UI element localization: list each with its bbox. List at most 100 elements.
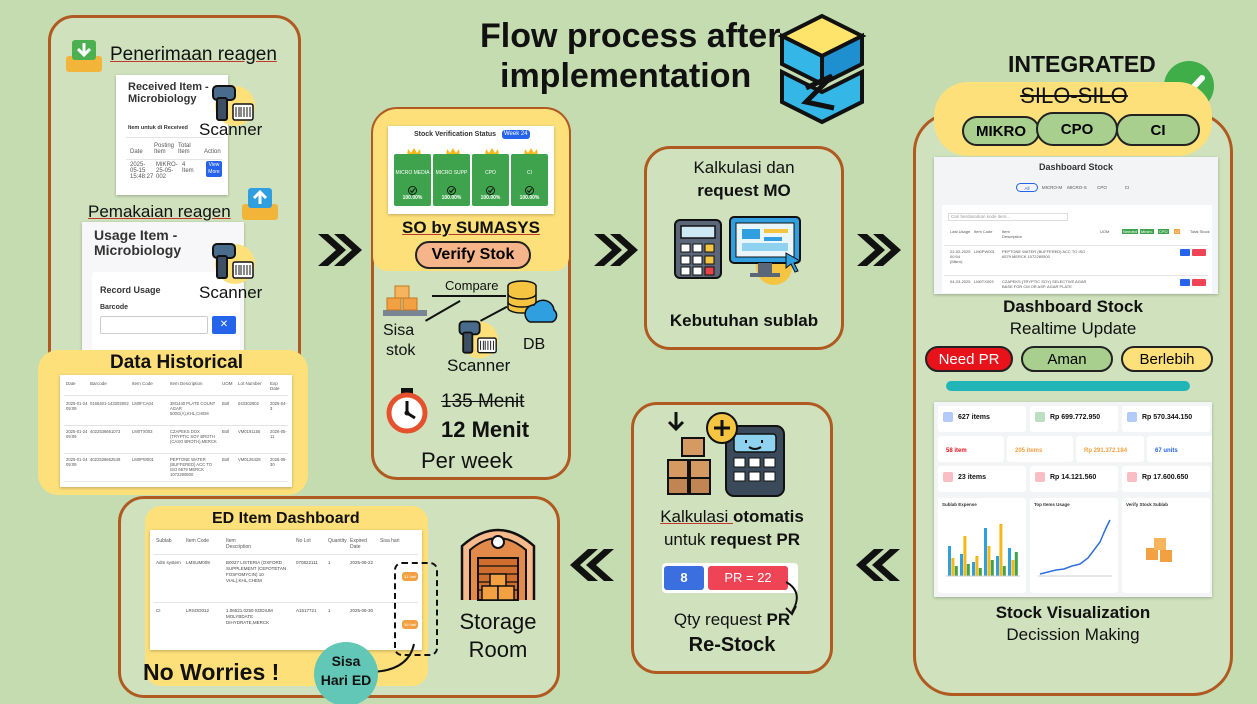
title-line2: implementation (500, 57, 752, 95)
dashboard-col-header: CI (1174, 229, 1180, 234)
dashboard-cell: 22-02-2025 00:54 (Mikro) (950, 249, 971, 264)
verify-stok-button[interactable]: Verify Stok (415, 241, 531, 269)
table-divider (154, 602, 418, 603)
dashboard-cell: LM0PW001 (974, 249, 995, 254)
stopwatch-icon (386, 388, 428, 434)
calculator-plus-icon (706, 412, 785, 497)
category-pct: 100.00% (480, 195, 501, 201)
historical-cell: VM0126428 (238, 457, 261, 462)
received-row-date: 2025-05-15 15:48:27 (130, 162, 154, 180)
kalkulasi-line1: Kalkulasi dan (693, 158, 795, 177)
historical-cell: 2025-01-24 09:09 (66, 401, 88, 411)
calculator-icon (674, 219, 722, 279)
compare-label: Compare (445, 278, 499, 293)
historical-cell: 2026-05-11 (270, 429, 287, 439)
realtime-update-label: Realtime Update (1009, 319, 1137, 338)
ed-dashboard-title: ED Item Dashboard (212, 510, 360, 527)
mini-chart-title: Top Items Usage (1034, 502, 1070, 507)
tag-ci: CI (1116, 114, 1200, 146)
view-more-button[interactable]: View More (206, 161, 222, 177)
scanner-label-top: Scanner (199, 120, 263, 139)
barcode-scan-button[interactable]: ✕ (212, 316, 236, 334)
dashboard-tab[interactable]: MICRO-M (1041, 185, 1063, 190)
check-icon (447, 182, 456, 195)
sisa-stok-label-1: Sisa (383, 322, 415, 339)
historical-cell: Botl (222, 429, 230, 434)
status-aman: Aman (1021, 346, 1113, 372)
stat-value: 627 items (958, 414, 990, 421)
category-name: MICRO MEDIA (395, 170, 430, 176)
sisa-hari-highlight (394, 562, 438, 656)
scanner-label-so: Scanner (447, 356, 511, 375)
historical-cell: 2025-01-24 09:09 (66, 429, 88, 439)
dashboard-tab[interactable]: All (1016, 183, 1038, 192)
pemakaian-label: Pemakaian reagen (88, 202, 231, 221)
dashboard-cell: PEPTONE WATER (BUFFERED) ACC TO ISO 6579… (1002, 249, 1086, 259)
dashboard-tab[interactable]: CPO (1097, 185, 1107, 190)
db-label: DB (523, 336, 546, 353)
stat-value: Rp 699.772.950 (1050, 414, 1101, 421)
dashboard-col-header: UOM (1100, 229, 1110, 234)
penerimaan-label: Penerimaan reagen (110, 44, 277, 65)
stat-card (1007, 436, 1073, 462)
historical-cell: VM0191155 (238, 429, 261, 434)
stat-value: 67 units (1155, 448, 1178, 454)
stat-value: 205 items (1015, 448, 1043, 454)
decission-making-label: Decission Making (1006, 625, 1140, 644)
category-pct: 100.00% (402, 195, 423, 201)
storage-label: Storage (459, 609, 537, 634)
stat-card (938, 466, 1026, 492)
ed-col-header: Quantity (328, 538, 347, 544)
dashboard-col-header: Item Description (1002, 229, 1023, 239)
no-worries-label: No Worries ! (143, 659, 280, 685)
dashboard-tab[interactable]: MICRO-S (1067, 185, 1087, 190)
arrow-left-icon (570, 549, 614, 581)
check-icon (525, 182, 534, 195)
kalkulasi-line2: request MO (697, 181, 791, 200)
stat-icon (1127, 412, 1137, 422)
database-cloud-icon (507, 280, 558, 323)
historical-cell: LM0PW001 (132, 457, 154, 462)
crown-icon (445, 144, 461, 156)
tag-mikro: MIKRO (962, 116, 1040, 146)
stat-icon (1127, 472, 1137, 482)
stat-value: 23 items (958, 474, 987, 481)
table-divider (154, 554, 418, 555)
record-usage-title: Record Usage (100, 285, 161, 295)
arrow-right-icon (857, 234, 901, 266)
boxes-down-icon (667, 412, 711, 495)
row-action-button[interactable] (1192, 249, 1206, 256)
dashboard-col-header: Item Code (974, 229, 993, 234)
received-col-posting: Posting Item (154, 143, 175, 155)
ed-cell: 1 (328, 560, 331, 565)
mini-chart-panel (1030, 498, 1118, 593)
row-action-button[interactable] (1180, 279, 1190, 286)
check-icon (486, 182, 495, 195)
crown-icon (484, 144, 500, 156)
ed-col-header: Item Code (186, 538, 210, 544)
received-card-title: Received Item - Microbiology (128, 81, 209, 106)
download-tray-icon (66, 40, 102, 72)
integrated-label: INTEGRATED (1008, 51, 1156, 77)
historical-cell: Botl (222, 457, 230, 462)
ed-col-header: Item Description (226, 538, 252, 550)
barcode-scanner-icon (212, 243, 255, 284)
stat-card (1147, 436, 1212, 462)
bar-chart-graphic (944, 514, 1022, 586)
dashboard-tab[interactable]: CI (1124, 185, 1130, 190)
stat-card (938, 406, 1026, 432)
received-col-date: Date (130, 149, 143, 155)
stock-verification-card: Stock Verification Status Week 24 MICRO … (388, 126, 554, 214)
ed-cell: 1 (328, 608, 331, 613)
barcode-input[interactable] (100, 316, 208, 334)
dashboard-search[interactable]: Cari berdasarkan kode item... (948, 213, 1068, 221)
row-action-button[interactable] (1180, 249, 1190, 256)
historical-cell: 4022536661073 (90, 429, 121, 434)
received-col-action: Action (204, 149, 221, 155)
dashboard-col-header: Last Usage (950, 229, 971, 234)
boxes-graphic (1142, 536, 1182, 566)
stat-icon (1035, 472, 1045, 482)
row-action-button[interactable] (1192, 279, 1206, 286)
historical-cell: LM0FCA04 (132, 401, 154, 406)
